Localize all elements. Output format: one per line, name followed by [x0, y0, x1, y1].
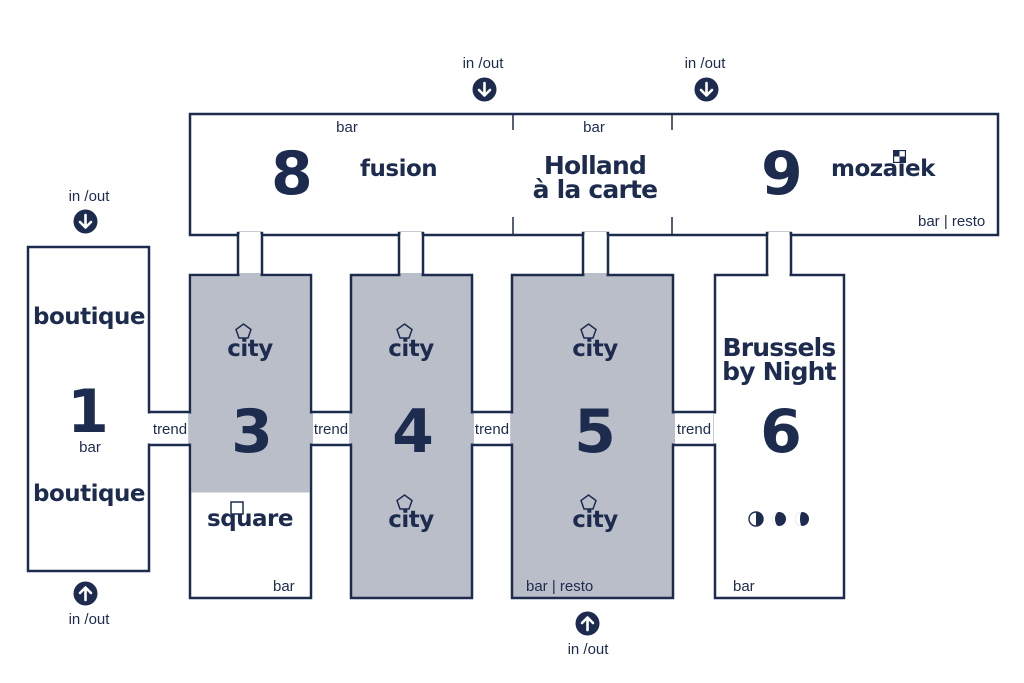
room-3-brand-top: city: [227, 336, 273, 362]
room-1-number: 1: [67, 377, 109, 447]
corridor-trend-label: trend: [474, 421, 510, 438]
pentagon-icon: [396, 494, 413, 515]
arrow-up-circle-icon: [73, 581, 98, 611]
pentagon-icon: [235, 323, 252, 344]
entrance-label: in /out: [68, 611, 110, 628]
entrance-label: in /out: [684, 55, 726, 72]
room-3-number: 3: [231, 397, 273, 467]
room-6-tag: bar: [733, 578, 755, 595]
moon-dots-icon: [748, 511, 812, 532]
room-9-number: 9: [761, 139, 803, 209]
room-8-brand: fusion: [360, 156, 438, 182]
arrow-down-circle-icon: [472, 77, 497, 107]
entrance-label: in /out: [68, 188, 110, 205]
room-1-brand-top: boutique: [33, 304, 145, 330]
room-1-brand-bottom: boutique: [33, 481, 145, 507]
room-8-number: 8: [271, 139, 313, 209]
pentagon-icon: [580, 494, 597, 515]
room-4-number: 4: [392, 397, 434, 467]
room-1-tag: bar: [79, 439, 101, 456]
room-8-tag: bar: [336, 119, 358, 136]
corridor-trend-label: trend: [152, 421, 188, 438]
room-5-brand-top: city: [572, 336, 618, 362]
room-5-brand-bottom: city: [572, 507, 618, 533]
holland-tag: bar: [583, 119, 605, 136]
square-icon: [230, 501, 244, 520]
pentagon-icon: [580, 323, 597, 344]
entrance-label: in /out: [567, 641, 609, 658]
checker-square-icon: [892, 149, 907, 168]
room-4-brand-bottom: city: [388, 507, 434, 533]
room-6-number: 6: [760, 397, 802, 467]
room-9-brand: mozaiek: [831, 156, 935, 182]
corridor-trend-label: trend: [676, 421, 712, 438]
room-6-brand-line1: Brussels: [722, 333, 837, 362]
corridor-trend-label: trend: [313, 421, 349, 438]
room-5-number: 5: [574, 397, 616, 467]
room-4-brand-top: city: [388, 336, 434, 362]
holland-brand-line1: Holland: [543, 151, 647, 180]
room-3-tag: bar: [273, 578, 295, 595]
room-9-tag: bar | resto: [918, 213, 986, 230]
arrow-down-circle-icon: [694, 77, 719, 107]
room-3-brand-bottom: square: [207, 506, 294, 532]
holland-brand-line2: à la carte: [532, 175, 658, 204]
arrow-up-circle-icon: [575, 611, 600, 641]
entrance-label: in /out: [462, 55, 504, 72]
room-6-brand-line2: by Night: [722, 357, 836, 386]
room-5-tag: bar | resto: [526, 578, 594, 595]
arrow-down-circle-icon: [73, 209, 98, 239]
pentagon-icon: [396, 323, 413, 344]
